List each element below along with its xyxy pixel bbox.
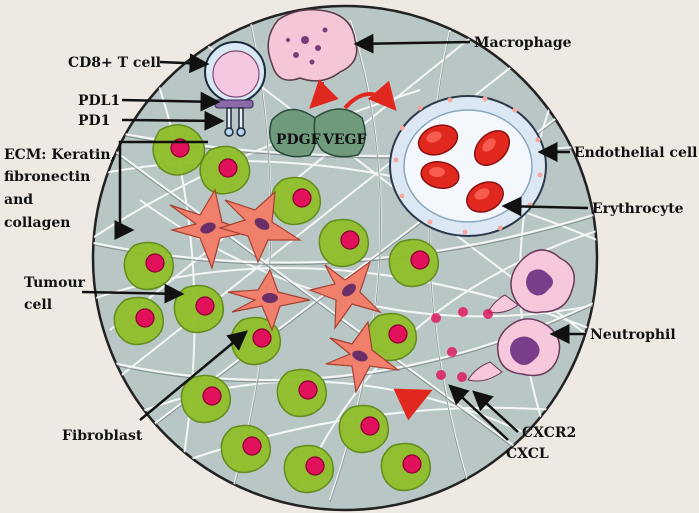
label-cd8-t-cell: CD8+ T cell: [68, 55, 161, 71]
vegf-to-vessel-arrow: [343, 80, 397, 112]
pdgf-label: PDGF: [276, 132, 321, 148]
label-ecm-line3: and: [4, 192, 33, 208]
label-pd1: PD1: [78, 113, 110, 129]
label-ecm-line2: fibronectin: [4, 169, 90, 185]
cxcl-dots: [431, 307, 493, 382]
label-ecm-line4: collagen: [4, 215, 70, 231]
pd1-receptors: [224, 107, 246, 137]
erythrocyte-cells: [417, 124, 511, 213]
label-macrophage: Macrophage: [474, 35, 572, 51]
neutrophils: [467, 249, 575, 382]
label-erythrocyte: Erythrocyte: [592, 201, 684, 217]
label-fibroblast: Fibroblast: [62, 428, 143, 444]
cd8-t-cell: [204, 41, 266, 109]
label-tumour-line1: Tumour: [24, 275, 86, 291]
growth-factors: PDGF VEGF: [269, 108, 366, 158]
label-neutrophil: Neutrophil: [590, 327, 676, 343]
blood-vessel: [389, 95, 547, 237]
cxcl-red-arrow: [393, 388, 433, 421]
macrophage-to-pdgf-arrow: [309, 79, 339, 109]
label-arrows: [81, 33, 589, 441]
label-tumour-line2: cell: [24, 297, 52, 313]
tumour-cells: [113, 124, 439, 494]
label-pdl1: PDL1: [78, 93, 120, 109]
vegf-label: VEGF: [322, 132, 366, 148]
label-ecm-line1: ECM: Keratin,: [4, 147, 115, 163]
label-cxcl: CXCL: [506, 446, 549, 462]
macrophage: [267, 9, 358, 82]
label-endothelial: Endothelial cell: [574, 145, 698, 161]
label-cxcr2: CXCR2: [522, 425, 576, 441]
